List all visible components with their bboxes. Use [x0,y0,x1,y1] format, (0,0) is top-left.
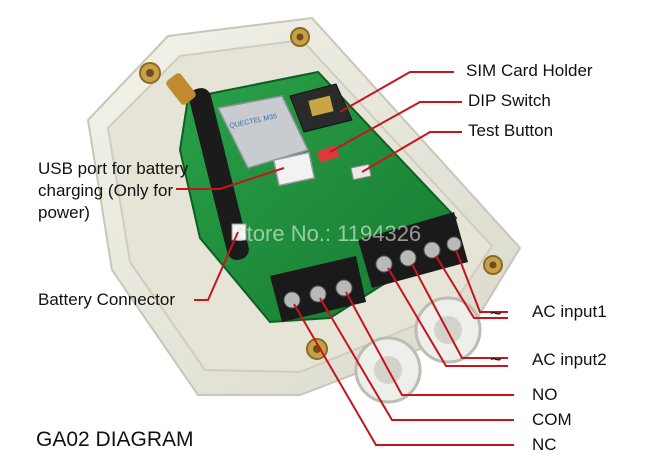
leader-line-sim [339,71,454,113]
leader-line-dip [329,101,462,153]
leader-line-nc [293,303,514,446]
label-dip-switch: DIP Switch [468,91,551,110]
leader-line-ac1b [435,255,508,319]
label-battery-connector: Battery Connector [38,290,176,309]
mounting-screw [139,62,161,84]
leader-line-ac1 [455,249,508,313]
label-nc: NC [532,435,557,454]
label-test-button: Test Button [468,121,554,140]
gsm-module: QUECTEL M35 [216,95,310,169]
test-button [350,163,372,181]
usb-port [272,151,316,187]
label-ac-input1: AC input1 [532,302,607,321]
leader-line-battery [194,231,239,301]
leader-lines [176,71,514,446]
diagram-title: GA02 DIAGRAM [36,428,194,451]
ac-symbol-2: ~ [490,349,502,371]
leader-line-ac2 [411,263,508,359]
leader-line-test [361,131,462,173]
label-no: NO [532,385,558,404]
ac-symbol-1: ~ [490,303,502,325]
mounting-screw [483,255,503,275]
antenna [166,73,249,260]
label-usb-port: USB port for battery charging (Only for … [38,159,189,222]
mounting-screw [290,27,310,47]
leader-line-com [319,297,514,421]
watermark-text: Store No.: 1194326 [232,221,421,246]
leader-line-no [345,291,514,396]
label-ac-input2: AC input2 [532,350,607,369]
sim-card-holder [289,83,353,133]
label-sim-card-holder: SIM Card Holder [466,61,593,80]
label-com: COM [532,410,572,429]
leader-line-ac2b [387,267,508,367]
leader-line-usb [176,167,285,190]
